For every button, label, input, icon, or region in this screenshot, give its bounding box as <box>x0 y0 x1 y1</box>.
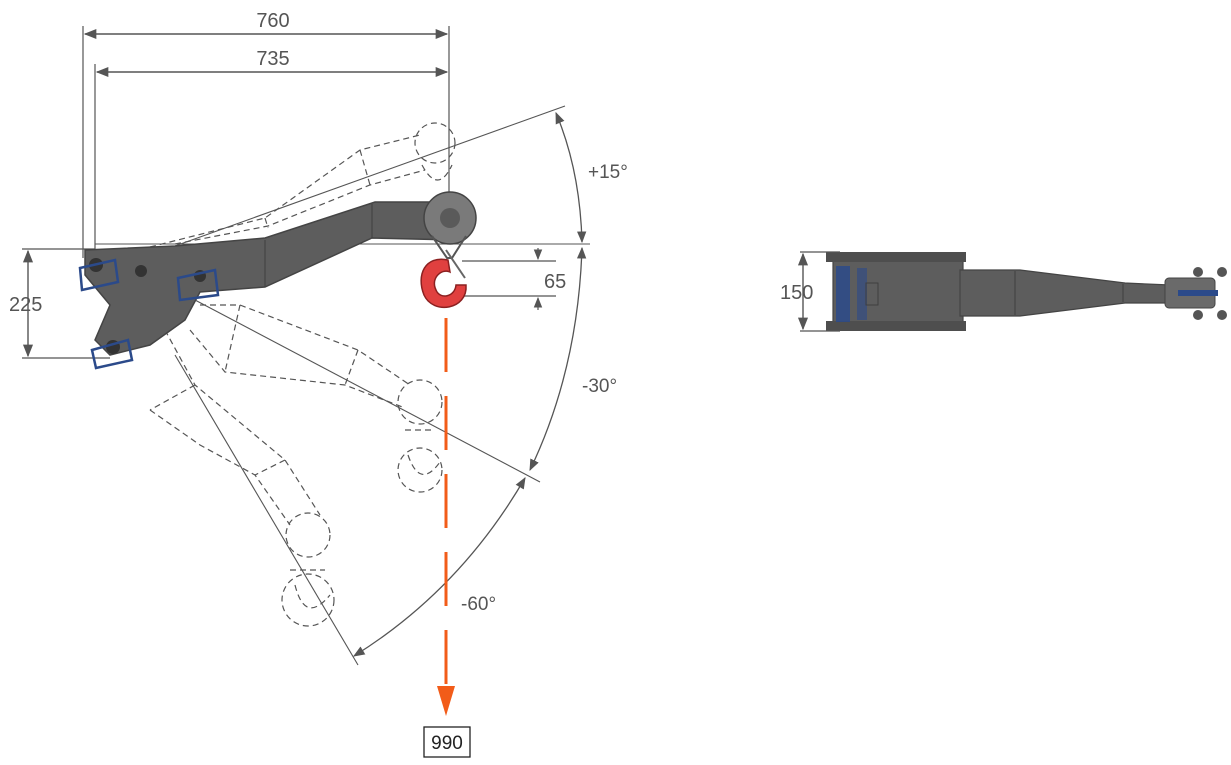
dimension-150: 150 <box>780 251 840 332</box>
dimension-65-label: 65 <box>544 271 566 293</box>
ghost-position-minus60 <box>149 329 335 627</box>
drop-height-box: 990 <box>423 726 471 758</box>
angle-minus30-label: -30° <box>582 376 617 397</box>
top-view-jib <box>826 252 1227 331</box>
ghost-position-plus15 <box>149 122 456 248</box>
dimension-735-label: 735 <box>256 48 289 70</box>
dimension-760: 760 <box>82 10 450 258</box>
ghost-position-minus30 <box>189 304 443 493</box>
crane-hook-icon <box>420 249 467 309</box>
mount-bracket-bottom <box>90 338 134 370</box>
dimension-760-label: 760 <box>256 10 289 32</box>
angle-arcs <box>353 111 587 657</box>
angle-plus15-label: +15° <box>588 162 628 183</box>
mount-bracket-top <box>78 258 120 292</box>
angle-minus60-label: -60° <box>461 594 496 615</box>
drop-height-arrow <box>437 318 455 716</box>
angle-reference-lines <box>95 105 590 666</box>
dimension-225: 225 <box>9 248 110 359</box>
drop-height-label: 990 <box>431 733 463 754</box>
dimension-225-label: 225 <box>9 294 42 316</box>
dimension-735: 735 <box>94 48 449 262</box>
arrow-down-icon <box>437 686 455 716</box>
jib-arm-main <box>78 201 457 370</box>
pulley-icon <box>423 191 477 259</box>
dimension-65: 65 <box>462 248 566 310</box>
dimension-150-label: 150 <box>780 282 813 304</box>
mount-bracket-mid <box>176 268 220 302</box>
